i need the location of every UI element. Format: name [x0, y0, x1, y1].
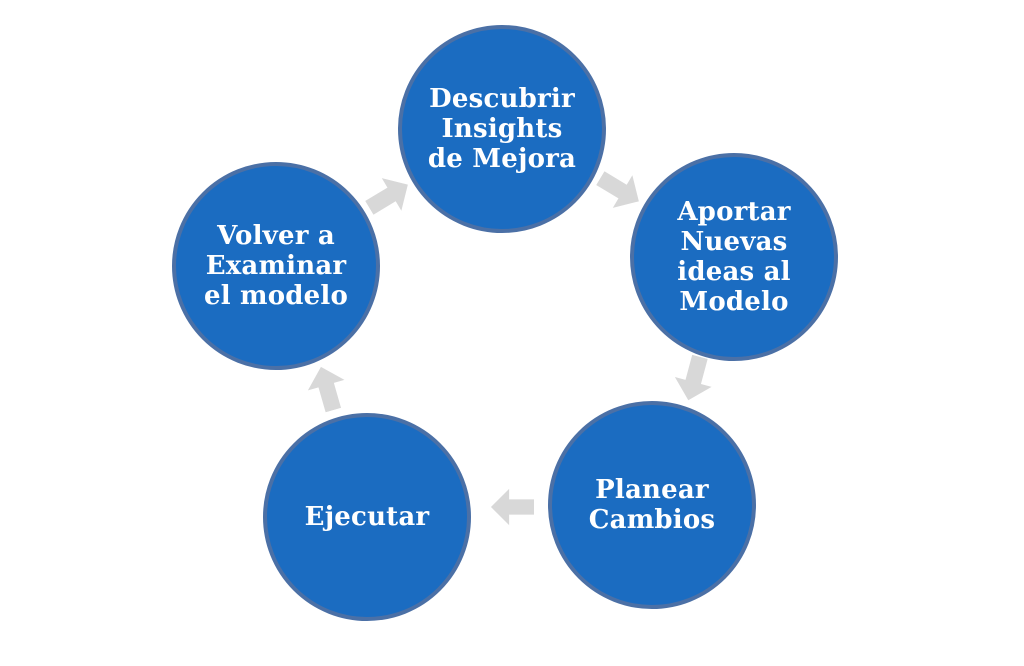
cycle-node-ejecutar: Ejecutar [263, 413, 471, 621]
arrow-aportar-to-planear-icon [674, 354, 712, 401]
arrow-planear-to-ejecutar-icon [490, 488, 534, 526]
cycle-node-descubrir: Descubrir Insights de Mejora [398, 25, 606, 233]
arrow-volver-to-descubrir-icon [365, 178, 408, 215]
arrow-descubrir-to-aportar-icon [596, 171, 639, 208]
cycle-node-aportar: Aportar Nuevas ideas al Modelo [630, 153, 838, 361]
cycle-node-volver: Volver a Examinar el modelo [172, 162, 380, 370]
arrow-ejecutar-to-volver-icon [307, 366, 345, 413]
cycle-node-planear: Planear Cambios [548, 401, 756, 609]
